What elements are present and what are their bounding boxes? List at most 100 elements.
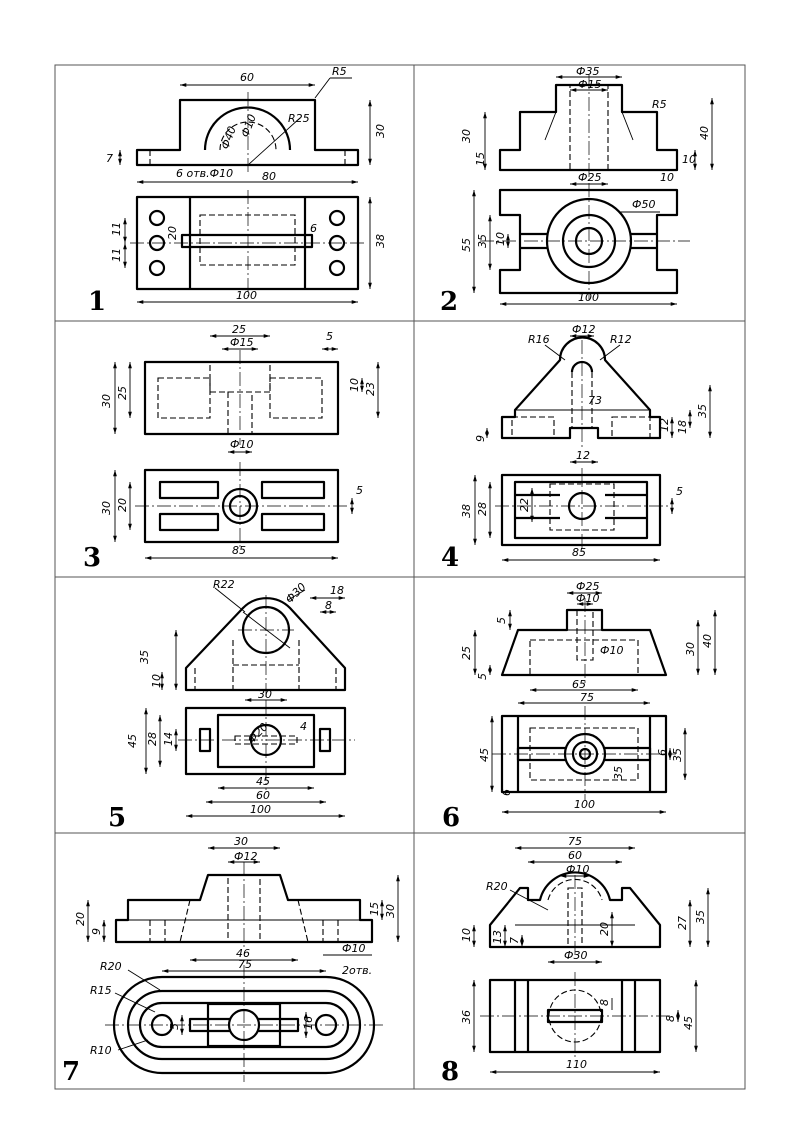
panel-5-top-view: [178, 700, 355, 790]
dim-label: R20: [486, 880, 508, 893]
dim-label: Ф10: [566, 863, 589, 876]
dim-label: 4: [300, 720, 307, 733]
panel-1-dimension-labels: 60 R5 R25 Ф10 Ф40 30 7 6 отв.Ф10 80 11 1…: [106, 65, 387, 302]
dim-label: 30: [384, 904, 397, 918]
dim-label: 73: [588, 394, 602, 407]
dim-label: 8: [664, 1015, 677, 1022]
panel-4-dimension-labels: Ф12 R16 R12 73 35 9 12 18 12 38 28 22 5 …: [460, 323, 709, 559]
panel-1-dimension-lines: [118, 77, 372, 304]
dim-label: Ф35: [576, 65, 599, 78]
dim-label: 30: [374, 124, 387, 138]
dim-label: 10: [150, 674, 163, 688]
panel-3-front-view: [143, 350, 340, 445]
dim-label: 5: [476, 673, 489, 680]
dim-label: 8: [598, 999, 611, 1006]
panel-number: 4: [441, 543, 459, 573]
dim-label: Ф10: [600, 644, 623, 657]
dim-label: 20: [116, 498, 129, 512]
dim-label: Ф25: [578, 171, 601, 184]
dim-label: R5: [332, 65, 347, 78]
dim-label: 11: [110, 222, 123, 236]
dim-label: 35: [476, 234, 489, 248]
dim-label: 5: [168, 1023, 181, 1030]
dim-label: R16: [528, 333, 550, 346]
dim-label: 23: [364, 382, 377, 396]
dim-label: R15: [90, 984, 112, 997]
dim-label: 30: [100, 501, 113, 515]
panel-5: R22 Ф30 18 8 35 10 30 45 28 14 Ф20 4 45 …: [108, 578, 355, 833]
panel-number: 2: [440, 287, 458, 317]
dim-label: 35: [612, 766, 625, 780]
dim-label: 25: [232, 323, 246, 336]
dim-label: 6: [500, 789, 513, 796]
dim-label: 75: [568, 835, 582, 848]
dim-label: 25: [460, 646, 473, 660]
panel-1-top-view: [130, 190, 365, 296]
panel-8-front-view: [488, 871, 662, 958]
dim-label: 10: [460, 928, 473, 942]
panel-grid: [54, 64, 746, 1090]
dim-label: Ф15: [578, 78, 601, 91]
dim-label: 35: [138, 650, 151, 664]
panel-number: 8: [441, 1057, 459, 1087]
dim-label: 80: [262, 170, 276, 183]
panel-4-front-view: [500, 336, 662, 448]
dim-label: 20: [74, 912, 87, 926]
dim-label: 45: [478, 748, 491, 762]
dim-label: 18: [676, 420, 689, 434]
panel-2: Ф35 Ф15 R5 30 15 40 10 Ф25 10 Ф50 55 35 …: [440, 65, 714, 317]
panel-8-dimension-lines: [472, 846, 710, 1074]
dim-label: Ф15: [230, 336, 253, 349]
dim-label: 75: [580, 691, 594, 704]
dim-label: 85: [572, 546, 586, 559]
dim-label: Ф30: [564, 949, 587, 962]
dim-label: 45: [126, 734, 139, 748]
dim-label: 60: [240, 71, 254, 84]
dim-label: Ф50: [632, 198, 655, 211]
dim-label: 55: [460, 238, 473, 252]
dim-label: Ф10: [239, 113, 259, 139]
dim-label: 65: [572, 678, 586, 691]
dim-label: Ф10: [342, 942, 365, 955]
dim-label: 28: [146, 732, 159, 746]
panel-8-top-view: [480, 972, 670, 1060]
dim-label: Ф10: [230, 438, 253, 451]
panel-7-dimension-lines: [86, 846, 400, 1051]
panel-3-dimension-lines: [113, 334, 380, 560]
dim-label: 15: [368, 902, 381, 916]
dim-label: 10: [682, 153, 696, 166]
dim-label: 22: [518, 498, 531, 512]
dim-label: 100: [250, 803, 271, 816]
dim-label: R22: [213, 578, 235, 591]
panel-6-top-view: [492, 706, 676, 800]
dim-label: 13: [491, 930, 504, 944]
panel-1: 60 R5 R25 Ф10 Ф40 30 7 6 отв.Ф10 80 11 1…: [88, 65, 387, 317]
panel-number: 5: [108, 803, 126, 833]
dim-label: 15: [474, 152, 487, 166]
dim-label: 20: [166, 226, 179, 240]
dim-label: 75: [238, 958, 252, 971]
panel-4-top-view: [495, 468, 670, 552]
panel-3-top-view: [135, 462, 350, 550]
panel-number: 6: [442, 803, 460, 833]
panel-8: 75 60 Ф10 R20 10 13 7 20 27 35 Ф30 36 8 …: [441, 835, 710, 1087]
dim-label: 30: [684, 642, 697, 656]
dim-label: 12: [576, 449, 590, 462]
panel-6: Ф25 Ф10 5 25 Ф10 30 40 5 65 75 45 6 35 3…: [442, 580, 717, 833]
dim-label: 5: [495, 617, 508, 624]
dim-label: 14: [162, 732, 175, 746]
dim-label: 100: [236, 289, 257, 302]
dim-label: 45: [682, 1016, 695, 1030]
panel-number: 1: [88, 287, 106, 317]
dim-label: 110: [566, 1058, 587, 1071]
dim-label: 9: [474, 435, 487, 442]
panel-number: 3: [83, 543, 101, 573]
dim-label: 16: [302, 1016, 315, 1030]
dim-label: R5: [652, 98, 667, 111]
panel-3-dimension-labels: 25 Ф15 5 30 25 10 23 Ф10 30 20 5 85: [100, 323, 377, 557]
panel-1-front-view: [135, 92, 360, 175]
dim-label: R20: [100, 960, 122, 973]
dim-label: 36: [460, 1010, 473, 1024]
dim-label: 100: [578, 291, 599, 304]
